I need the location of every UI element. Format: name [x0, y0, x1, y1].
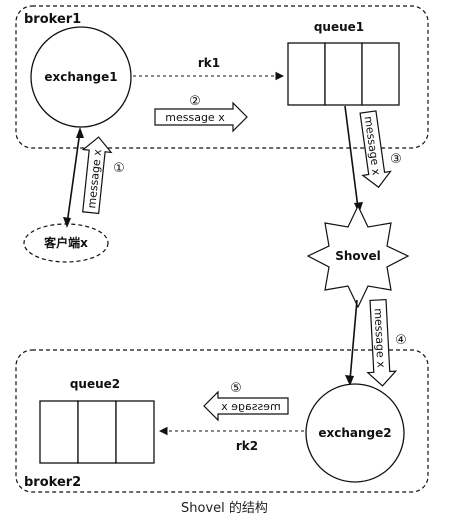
queue2-cell [77, 400, 117, 464]
queue1-node [287, 42, 400, 106]
rk1-label: rk1 [198, 56, 220, 70]
client-link-head-bottom [63, 217, 71, 228]
client-link-head-top [76, 127, 84, 138]
shovel-node [306, 204, 410, 309]
message1-arrow [81, 136, 113, 215]
step4-number: ④ [395, 333, 407, 348]
queue2-label: queue2 [70, 377, 120, 391]
queue2-node [39, 400, 155, 464]
shovel-exchange2-head [345, 375, 354, 386]
queue1-cell [361, 42, 400, 106]
broker2-box [15, 349, 429, 493]
step2-number: ② [189, 94, 201, 109]
exchange2-label: exchange2 [318, 426, 391, 440]
message2-label: message x [165, 111, 225, 124]
rk2-label: rk2 [236, 439, 258, 453]
queue2-cell [115, 400, 155, 464]
message4-arrow [366, 298, 398, 387]
message5-arrow [203, 390, 289, 422]
queue1-cell [324, 42, 363, 106]
exchange2-node [305, 383, 405, 483]
client-label: 客户端x [43, 235, 88, 250]
step5-number: ⑤ [230, 381, 242, 396]
step3-number: ③ [390, 152, 402, 167]
exchange1-node [30, 26, 132, 128]
queue1-cell [287, 42, 326, 106]
client-exchange-link [66, 130, 81, 225]
step1-number: ① [113, 161, 125, 176]
shovel-exchange2-link [349, 299, 358, 381]
queue2-cell [39, 400, 79, 464]
figure-caption: Shovel 的结构 [181, 501, 268, 516]
exchange1-label: exchange1 [44, 70, 117, 84]
message2-arrow [154, 101, 248, 133]
broker1-label: broker1 [24, 12, 81, 27]
message5-label: message x [221, 400, 281, 413]
shovel-label: Shovel [335, 249, 381, 263]
broker2-label: broker2 [24, 475, 81, 490]
queue1-label: queue1 [314, 20, 364, 34]
broker1-box [15, 5, 429, 149]
message1-label: message x [85, 148, 104, 209]
queue1-shovel-link [344, 105, 359, 209]
message4-label: message x [371, 308, 387, 369]
message3-arrow [359, 110, 392, 189]
